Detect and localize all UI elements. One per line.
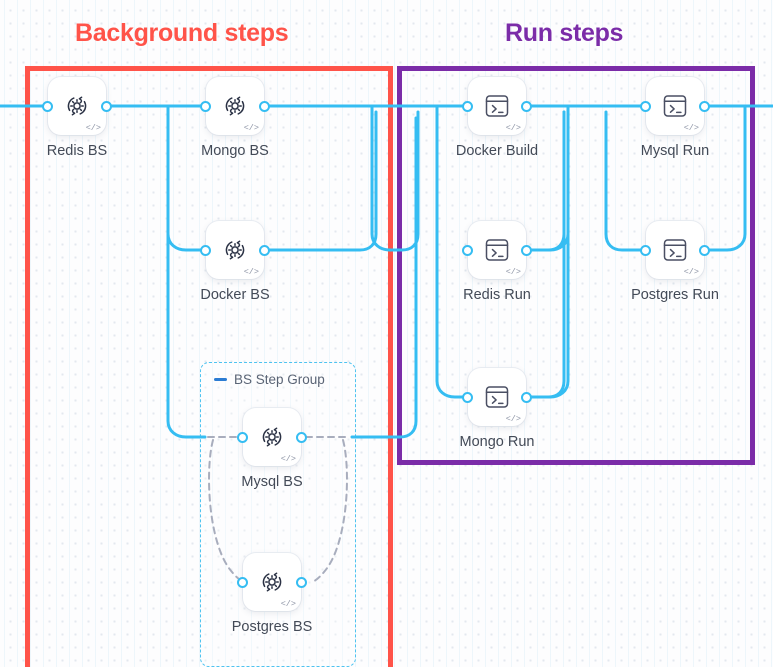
- terminal-icon: [663, 95, 687, 117]
- input-port[interactable]: [42, 100, 53, 112]
- input-port[interactable]: [640, 100, 651, 112]
- code-glyph: </>: [505, 266, 521, 277]
- code-glyph: </>: [243, 122, 259, 133]
- node-mysql-run[interactable]: </> Mysql Run: [640, 77, 710, 159]
- terminal-icon: [485, 95, 509, 117]
- output-port[interactable]: [699, 100, 710, 112]
- gear-sync-icon: [67, 96, 87, 116]
- node-card[interactable]: </>: [243, 408, 301, 466]
- node-card[interactable]: </>: [646, 77, 704, 135]
- input-port[interactable]: [237, 576, 248, 588]
- node-redis-run[interactable]: </> Redis Run: [462, 221, 532, 303]
- node-card[interactable]: </>: [206, 77, 264, 135]
- background-steps-title: Background steps: [75, 19, 289, 47]
- input-port[interactable]: [237, 431, 248, 443]
- input-port[interactable]: [200, 244, 211, 256]
- input-port[interactable]: [462, 100, 473, 112]
- node-card[interactable]: </>: [468, 221, 526, 279]
- input-port[interactable]: [640, 244, 651, 256]
- node-label: Docker Build: [455, 143, 539, 159]
- node-label: Redis Run: [463, 287, 531, 303]
- gear-sync-icon: [262, 427, 282, 447]
- terminal-icon: [485, 386, 509, 408]
- code-glyph: </>: [280, 598, 296, 609]
- node-label: Postgres Run: [631, 287, 719, 303]
- node-card[interactable]: </>: [468, 368, 526, 426]
- node-mongo-run[interactable]: </> Mongo Run: [460, 368, 534, 450]
- minus-icon[interactable]: [214, 378, 227, 381]
- node-label: Mysql Run: [640, 143, 710, 159]
- output-port[interactable]: [521, 391, 532, 403]
- terminal-icon: [663, 239, 687, 261]
- input-port[interactable]: [462, 391, 473, 403]
- output-port[interactable]: [259, 100, 270, 112]
- node-label: Mysql BS: [241, 474, 303, 490]
- run-steps-group-frame: [397, 66, 755, 465]
- node-card[interactable]: </>: [243, 553, 301, 611]
- output-port[interactable]: [296, 576, 307, 588]
- node-label: Postgres BS: [231, 619, 313, 635]
- input-port[interactable]: [200, 100, 211, 112]
- bs-step-group-header[interactable]: BS Step Group: [214, 372, 325, 387]
- node-docker-build[interactable]: </> Docker Build: [456, 77, 538, 159]
- output-port[interactable]: [259, 244, 270, 256]
- node-postgres-bs[interactable]: </> Postgres BS: [232, 553, 312, 635]
- code-glyph: </>: [85, 122, 101, 133]
- output-port[interactable]: [521, 100, 532, 112]
- node-label: Mongo BS: [201, 143, 269, 159]
- node-docker-bs[interactable]: </> Docker BS: [200, 221, 270, 303]
- node-label: Redis BS: [46, 143, 108, 159]
- node-label: Mongo Run: [459, 434, 535, 450]
- output-port[interactable]: [296, 431, 307, 443]
- node-mongo-bs[interactable]: </> Mongo BS: [200, 77, 270, 159]
- terminal-icon: [485, 239, 509, 261]
- code-glyph: </>: [243, 266, 259, 277]
- node-redis-bs[interactable]: </> Redis BS: [42, 77, 112, 159]
- code-glyph: </>: [505, 413, 521, 424]
- code-glyph: </>: [683, 122, 699, 133]
- node-postgres-run[interactable]: </> Postgres Run: [631, 221, 719, 303]
- node-card[interactable]: </>: [468, 77, 526, 135]
- node-card[interactable]: </>: [646, 221, 704, 279]
- input-port[interactable]: [462, 244, 473, 256]
- code-glyph: </>: [505, 122, 521, 133]
- output-port[interactable]: [521, 244, 532, 256]
- node-mysql-bs[interactable]: </> Mysql BS: [237, 408, 307, 490]
- code-glyph: </>: [280, 453, 296, 464]
- code-glyph: </>: [683, 266, 699, 277]
- output-port[interactable]: [699, 244, 710, 256]
- gear-sync-icon: [262, 572, 282, 592]
- node-card[interactable]: </>: [48, 77, 106, 135]
- gear-sync-icon: [225, 240, 245, 260]
- output-port[interactable]: [101, 100, 112, 112]
- node-label: Docker BS: [200, 287, 270, 303]
- run-steps-title: Run steps: [505, 19, 624, 47]
- bs-step-group-label: BS Step Group: [234, 372, 325, 387]
- gear-sync-icon: [225, 96, 245, 116]
- background-steps-group-frame: [25, 66, 393, 667]
- node-card[interactable]: </>: [206, 221, 264, 279]
